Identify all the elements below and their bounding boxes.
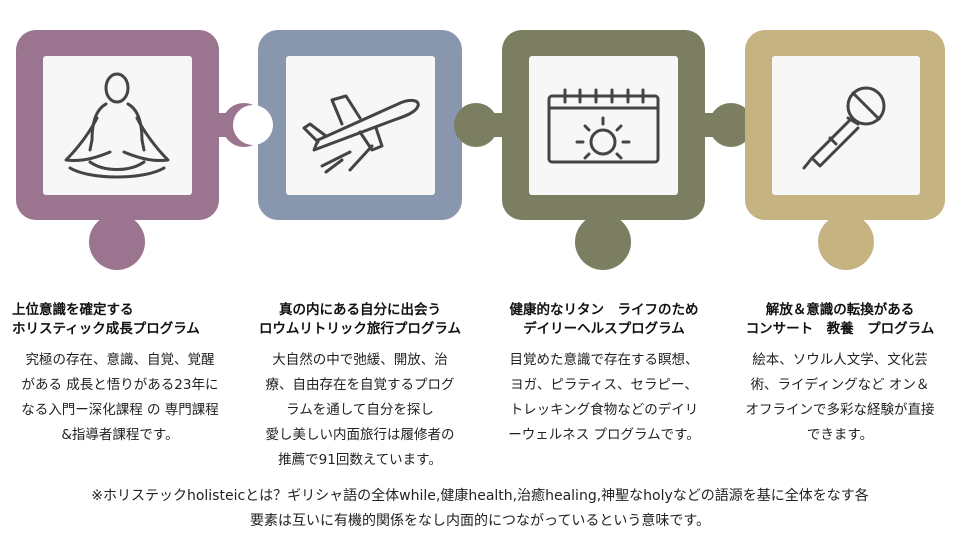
piece-1-inner [43,56,192,195]
microphone-icon [802,86,886,170]
piece-3-inner [529,56,678,195]
program-4-title: 解放＆意識の転換がある コンサート 教養 プログラム [745,302,935,337]
puzzle-piece-3 [454,30,753,270]
puzzle-pieces [16,30,945,270]
program-1-title: 上位意識を確定する ホリスティック成長プログラム [12,302,200,337]
piece-3-tab-bottom [575,214,631,270]
program-3-title: 健康的なリタン ライフのため デイリーヘルスプログラム [509,302,699,337]
piece-2-inner [286,56,435,195]
footnote: ※ホリステックholisteicとは？ギリシャ語の全体while,健康healt… [91,488,869,529]
meditation-icon [64,72,170,179]
program-2-description: 大自然の中で弛緩、開放、治 療、自由存在を自覚するプログ ラムを通して自分を探し… [265,352,455,468]
program-4-description: 絵本、ソウル人文学、文化芸 術、ライディングなど オン＆ オフラインで多彩な経験… [745,352,935,443]
program-2-title: 真の内にある自分に出会う ロウムリトリック旅行プログラム [258,302,462,337]
calendar-sun-icon [547,88,660,164]
program-1-description: 究極の存在、意識、自覚、覚醒 がある 成長と悟りがある23年に なる入門ー深化課… [21,352,219,443]
piece-4-tab-bottom [818,214,874,270]
piece-1-tab-bottom [89,214,145,270]
piece-3-tab-left [454,103,498,147]
airplane-icon [302,94,420,174]
puzzle-piece-1 [16,30,266,270]
program-3-description: 目覚めた意識で存在する瞑想、 ヨガ、ピラティス、セラピー、 トレッキング食物など… [508,352,700,443]
puzzle-piece-4 [745,30,945,270]
puzzle-piece-2 [233,30,462,220]
